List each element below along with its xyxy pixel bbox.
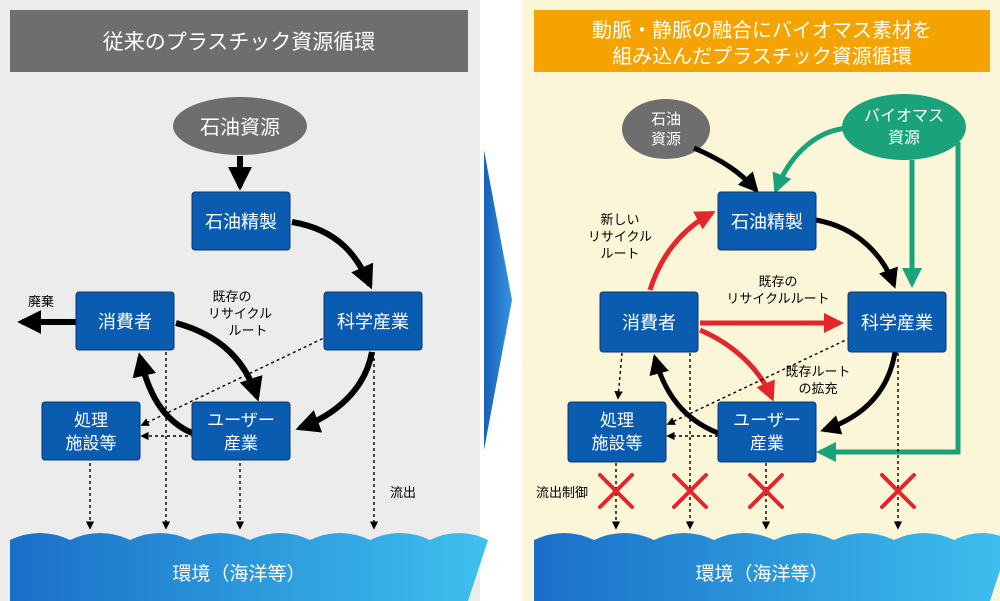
left-arrow-refining-to-chemical (291, 219, 374, 290)
left-refining-label: 石油精製 (205, 212, 277, 233)
right-node-chemical: 科学産業 (847, 291, 947, 353)
left-existing-route-label-1: 既存の (212, 290, 251, 305)
right-user-box (717, 401, 817, 463)
right-consumer-box (599, 291, 699, 353)
right-disposal-box (567, 401, 667, 463)
left-chemical-label: 科学産業 (337, 312, 409, 333)
right-expand-route-label-1: 既存ルート (785, 365, 850, 380)
right-user-label-1: ユーザー (733, 411, 801, 431)
right-panel: 動脈・静脈の融合にバイオマス素材を 組み込んだプラスチック資源循環 石油 資源 … (522, 0, 1000, 601)
left-outflow-label: 流出 (390, 486, 416, 501)
right-green-arrow-to-refining (772, 125, 849, 194)
right-node-user: ユーザー 産業 (717, 401, 817, 463)
left-node-disposal: 処理 施設等 (41, 401, 141, 461)
left-dotted-chemical-to-disposal (140, 335, 329, 426)
right-title-line-1: 動脈・静脈の融合にバイオマス素材を (592, 18, 932, 42)
right-oil-resource-label-1: 石油 (651, 110, 681, 128)
right-environment-label: 環境（海洋等） (695, 563, 828, 585)
right-outflow-control-label: 流出制御 (536, 486, 588, 501)
left-disposal-label-2: 施設等 (66, 434, 117, 454)
right-green-arrow-to-user (816, 142, 961, 462)
right-arrow-oil-to-refining (693, 145, 759, 193)
right-new-route-label-2: リサイクル (588, 230, 652, 245)
right-disposal-label-1: 処理 (600, 411, 634, 431)
right-node-consumer: 消費者 (599, 291, 699, 353)
left-panel: 従来のプラスチック資源循環 石油資源 石油精製 科学産業 消費者 (0, 0, 488, 601)
right-disposal-label-2: 施設等 (592, 434, 643, 454)
left-arrow-user-to-consumer (132, 352, 194, 436)
left-disposal-box (41, 401, 141, 461)
right-user-label-2: 産業 (750, 434, 784, 454)
right-existing-route-label-2: リサイクルルート (726, 292, 829, 307)
right-biomass-resource-label-1: バイオマス (864, 106, 944, 125)
right-chemical-label: 科学産業 (861, 313, 933, 334)
left-node-user: ユーザー 産業 (191, 401, 291, 461)
right-refining-label: 石油精製 (731, 212, 803, 233)
transition-arrow (484, 150, 512, 450)
right-arrow-user-to-consumer (649, 354, 719, 436)
left-waste-label: 廃棄 (28, 294, 54, 310)
left-node-chemical: 科学産業 (323, 291, 423, 351)
left-user-box (191, 401, 291, 461)
left-title: 従来のプラスチック資源循環 (103, 30, 376, 54)
left-environment-label: 環境（海洋等） (172, 563, 305, 585)
left-oil-resource (173, 97, 307, 155)
right-outflow-blocked-x-2 (672, 473, 708, 509)
right-refining-box (717, 191, 817, 251)
right-red-arrow-consumer-to-user (699, 327, 775, 402)
left-title-bar (10, 10, 468, 72)
right-outflow-blocked-x-4 (880, 473, 916, 509)
right-new-route-label-1: 新しい (600, 212, 639, 228)
left-oil-resource-label: 石油資源 (200, 115, 280, 139)
left-existing-route-label-3: ルート (228, 324, 267, 339)
right-outflow-blocked-x-1 (598, 473, 634, 509)
left-existing-route-label-2: リサイクル (208, 307, 272, 322)
left-disposal-label-1: 処理 (74, 411, 108, 431)
left-user-label-2: 産業 (224, 434, 258, 454)
left-node-consumer: 消費者 (75, 291, 175, 351)
right-title-line-2: 組み込んだプラスチック資源循環 (612, 44, 912, 68)
right-arrow-refining-to-chemical (815, 217, 898, 289)
right-red-arrow-new-route (647, 210, 716, 291)
left-environment-water (10, 533, 488, 601)
right-consumer-label: 消費者 (622, 313, 676, 334)
right-environment-water (534, 533, 1000, 601)
left-arrow-chemical-to-user (295, 351, 375, 433)
right-existing-route-label-1: 既存の (758, 275, 797, 290)
right-node-refining: 石油精製 (717, 191, 817, 251)
right-biomass-resource-label-2: 資源 (888, 128, 920, 147)
left-user-label-1: ユーザー (207, 411, 275, 431)
right-chemical-box (847, 291, 947, 353)
right-node-disposal: 処理 施設等 (567, 401, 667, 463)
left-arrow-consumer-to-user (175, 320, 263, 402)
right-arrow-chemical-to-user (820, 351, 898, 435)
right-oil-resource (622, 99, 710, 159)
left-refining-box (191, 191, 291, 251)
right-dotted-consumer-to-disposal (614, 352, 623, 400)
right-expand-route-label-2: の拡充 (798, 381, 837, 397)
left-chemical-box (323, 291, 423, 351)
right-oil-resource-label-2: 資源 (651, 130, 681, 148)
right-new-route-label-3: ルート (600, 247, 639, 262)
left-node-refining: 石油精製 (191, 191, 291, 251)
right-title-bar (534, 10, 990, 72)
right-biomass-resource (842, 94, 966, 160)
left-consumer-box (75, 291, 175, 351)
right-outflow-blocked-x-3 (748, 473, 784, 509)
left-consumer-label: 消費者 (98, 312, 152, 333)
